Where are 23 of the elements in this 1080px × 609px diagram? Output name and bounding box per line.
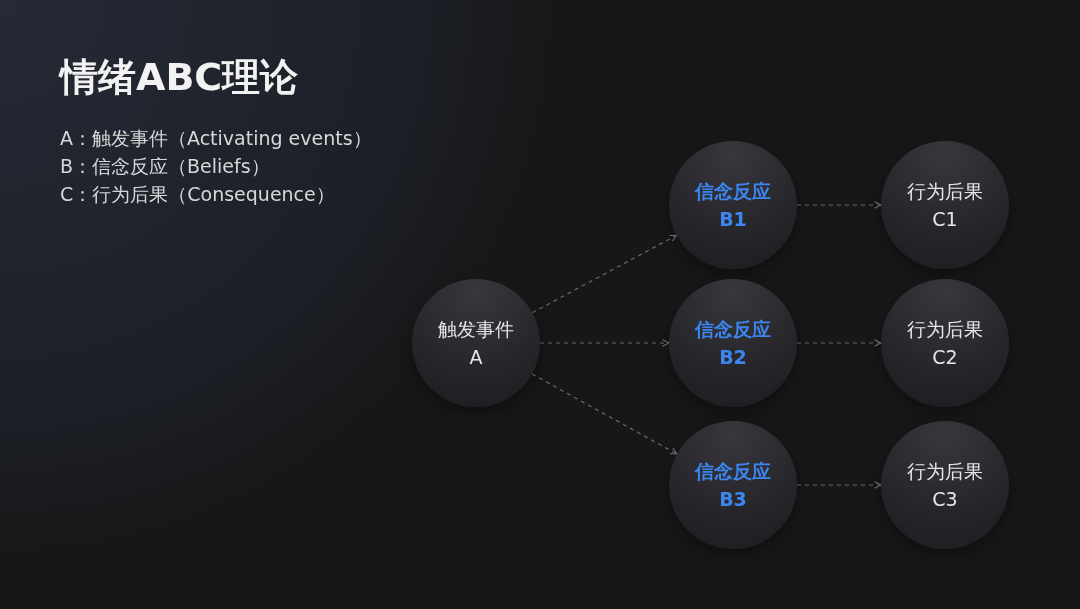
node-text: 信念反应 xyxy=(695,317,771,342)
node-text: A xyxy=(469,345,483,370)
node-text: C3 xyxy=(932,487,958,512)
arrow xyxy=(796,481,882,489)
arrow xyxy=(539,339,670,347)
legend-text: B：信念反应（Beliefs） xyxy=(60,154,270,179)
node-text: 信念反应 xyxy=(695,179,771,204)
node-text: 行为后果 xyxy=(907,179,983,204)
node-text: C1 xyxy=(932,207,958,232)
legend-text: C：行为后果（Consequence） xyxy=(60,182,335,207)
node-text: B1 xyxy=(719,207,747,232)
arrow xyxy=(796,201,882,209)
node-text: C2 xyxy=(932,345,958,370)
node-text: 行为后果 xyxy=(907,317,983,342)
title: 情绪ABC理论 xyxy=(60,54,299,101)
node-text: 信念反应 xyxy=(695,459,771,484)
node-text: 行为后果 xyxy=(907,459,983,484)
node-text: B2 xyxy=(719,345,747,370)
node-text: B3 xyxy=(719,487,747,512)
legend-text: A：触发事件（Activating events） xyxy=(60,126,372,151)
arrow xyxy=(531,373,678,455)
node-text: 触发事件 xyxy=(438,317,514,342)
arrow xyxy=(531,234,678,314)
